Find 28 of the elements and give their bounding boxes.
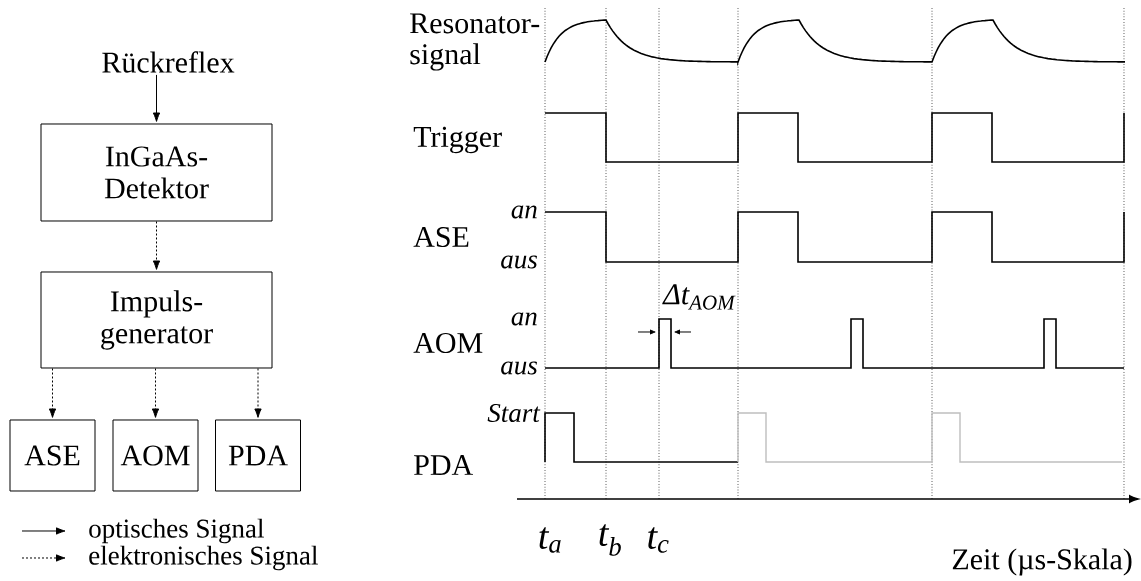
- time-label: t$_{b}$: [599, 524, 621, 556]
- axis-label: Zeit (µs-Skala): [952, 548, 1132, 576]
- input-label: Rückreflex: [102, 51, 235, 73]
- legend-label: elektronisches Signal: [89, 545, 318, 571]
- level-label: aus: [501, 255, 537, 269]
- signal-name: Trigger: [413, 126, 502, 154]
- level-label: an: [511, 312, 537, 326]
- process-box: AOM: [112, 419, 199, 492]
- process-box: InGaAs- Detektor: [40, 123, 273, 222]
- legend-label: optisches Signal: [89, 518, 264, 544]
- process-box: ASE: [9, 419, 96, 492]
- arrow: [254, 368, 262, 418]
- time-label: t$_{a}$: [539, 527, 561, 553]
- arrow: [152, 74, 161, 122]
- time-label: t$_{c}$: [648, 527, 669, 553]
- arrow: [152, 221, 161, 270]
- arrow: [151, 368, 160, 418]
- signal-name: PDA: [414, 455, 473, 475]
- process-box: Impuls- generator: [40, 271, 273, 369]
- signal-name: AOM: [413, 332, 483, 354]
- level-label: aus: [501, 361, 537, 375]
- signal-name: Resonator- signal: [410, 13, 540, 71]
- duration-label: Δt$_{AOM}$: [662, 284, 736, 310]
- process-box: PDA: [215, 419, 301, 492]
- level-label: an: [511, 205, 537, 219]
- signal-name: ASE: [413, 226, 469, 248]
- level-label: Start: [487, 403, 541, 423]
- arrow: [48, 368, 57, 418]
